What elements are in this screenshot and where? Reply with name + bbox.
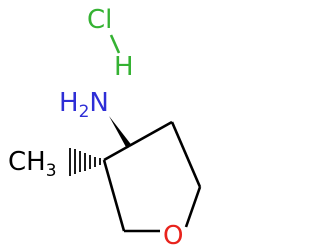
ring-bond-c2-c3 [102,159,126,232]
ring-bond-c3-c4 [103,144,130,162]
amine-nitrogen-label: N [89,88,108,118]
methyl-hydrogen-count: 3 [46,161,57,181]
chlorine-atom-label: Cl [87,5,112,35]
amine-hydrogen-label: H [59,88,79,118]
methyl-hydrogen-label: H [26,147,46,177]
ring-bond-c4-c5 [128,120,173,148]
methyl-hashed-bond [69,148,101,176]
molecule-structure: Cl H H2N O CH3 [8,5,202,250]
amine-hydrogen-count: 2 [79,102,90,122]
amine-label: H2N [59,88,109,122]
hcl-bond [109,34,121,54]
ring-bond-c5-c6 [170,121,202,188]
hcl-hydrogen-atom-label: H [114,52,134,82]
ring-oxygen-atom-label: O [163,221,183,250]
methyl-carbon-label: C [8,147,26,177]
amine-wedge-bond [109,116,132,148]
methyl-label: CH3 [8,147,57,181]
ring-bond-c6-o [184,186,202,228]
